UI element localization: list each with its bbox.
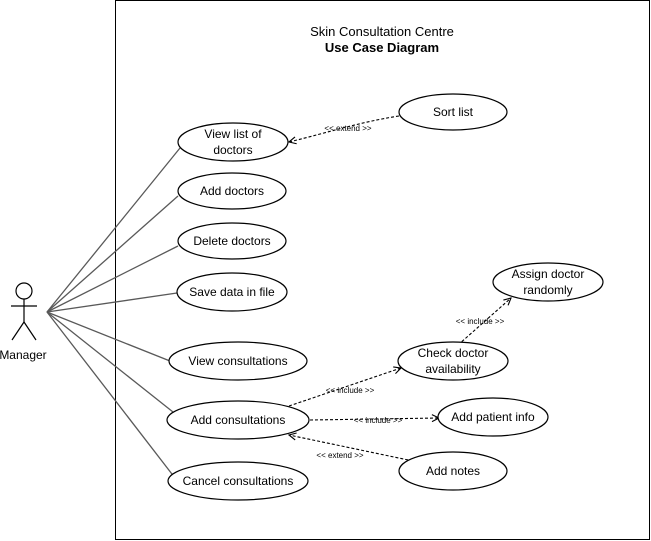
use-case-view-consultations[interactable]: View consultations xyxy=(168,341,308,381)
extend-arrow-sort-list xyxy=(289,115,400,142)
relation-label-check-include: << include >> xyxy=(326,386,375,395)
use-case-view-list-doctors[interactable]: View list of doctors xyxy=(177,122,289,162)
association-add-consultations xyxy=(46,311,174,413)
use-case-ellipse xyxy=(176,272,288,312)
use-case-check-availability[interactable]: Check doctor availability xyxy=(397,341,509,381)
use-case-label-line: Add patient info xyxy=(451,410,535,424)
extend-arrow-add-notes xyxy=(289,435,414,462)
use-case-label: Add patient info xyxy=(451,410,535,424)
association-add-doctors xyxy=(46,195,179,313)
use-case-assign-doctor[interactable]: Assign doctor randomly xyxy=(492,262,604,302)
use-case-ellipse xyxy=(168,341,308,381)
actor-left-leg xyxy=(11,321,25,341)
use-case-label: View consultations xyxy=(188,354,287,368)
use-case-ellipse xyxy=(166,400,310,440)
use-case-save-data[interactable]: Save data in file xyxy=(176,272,288,312)
use-case-ellipse xyxy=(437,397,549,437)
use-case-label-line: Cancel consultations xyxy=(183,474,294,488)
use-case-label-line: Check doctor xyxy=(418,346,489,360)
use-case-label-line: availability xyxy=(425,362,480,376)
use-case-ellipse xyxy=(398,451,508,491)
use-case-label-line: Delete doctors xyxy=(193,234,270,248)
use-case-label: Assign doctor randomly xyxy=(512,267,585,297)
association-cancel-consultations xyxy=(46,311,176,479)
use-case-label-line: Add consultations xyxy=(191,413,286,427)
include-arrow-assign-doctor xyxy=(457,298,511,346)
relationships xyxy=(289,115,511,462)
use-case-label: Add doctors xyxy=(200,184,264,198)
use-case-label: Add consultations xyxy=(191,413,286,427)
use-case-label: View list of doctors xyxy=(204,127,262,157)
use-case-ellipse xyxy=(492,262,604,302)
use-case-add-doctors[interactable]: Add doctors xyxy=(177,172,287,210)
use-case-label-line: Assign doctor xyxy=(512,267,585,281)
actor-manager[interactable] xyxy=(11,282,37,341)
association-view-list-doctors xyxy=(46,147,181,313)
use-case-ellipse xyxy=(398,93,508,131)
use-case-label-line: View list of xyxy=(204,127,262,141)
use-case-delete-doctors[interactable]: Delete doctors xyxy=(177,222,287,260)
use-case-label: Delete doctors xyxy=(193,234,270,248)
actor-label: Manager xyxy=(0,348,47,362)
use-case-label: Save data in file xyxy=(189,285,275,299)
use-case-label: Check doctor availability xyxy=(418,346,489,376)
actor-head xyxy=(15,282,33,300)
relation-label-assign-include: << include >> xyxy=(456,317,505,326)
association-save-data xyxy=(46,292,178,313)
include-arrow-patient-info xyxy=(309,418,439,420)
use-case-label-line: Add doctors xyxy=(200,184,264,198)
use-case-label: Add notes xyxy=(426,464,480,478)
use-case-label-line: Add notes xyxy=(426,464,480,478)
use-case-ellipse xyxy=(177,172,287,210)
use-case-label-line: Save data in file xyxy=(189,285,275,299)
association-view-consultations xyxy=(46,311,171,362)
use-case-add-consultations[interactable]: Add consultations xyxy=(166,400,310,440)
use-case-add-patient-info[interactable]: Add patient info xyxy=(437,397,549,437)
use-case-add-notes[interactable]: Add notes xyxy=(398,451,508,491)
relation-label-patient-include: << include >> xyxy=(354,416,403,425)
relation-label-notes-extend: << extend >> xyxy=(316,451,363,460)
system-title: Skin Consultation Centre xyxy=(310,24,454,39)
use-case-label-line: doctors xyxy=(213,143,252,157)
use-case-label-line: View consultations xyxy=(188,354,287,368)
use-case-sort-list[interactable]: Sort list xyxy=(398,93,508,131)
use-case-ellipse xyxy=(177,222,287,260)
relation-label-sort-extend: << extend >> xyxy=(324,124,371,133)
use-case-label-line: Sort list xyxy=(433,105,474,119)
associations xyxy=(46,147,181,479)
use-case-label-line: randomly xyxy=(523,283,572,297)
use-case-ellipse xyxy=(167,461,309,501)
actor-right-leg xyxy=(23,321,37,341)
use-case-cancel-consultations[interactable]: Cancel consultations xyxy=(167,461,309,501)
association-delete-doctors xyxy=(46,245,179,313)
use-case-ellipse xyxy=(177,122,289,162)
use-case-label: Cancel consultations xyxy=(183,474,294,488)
use-case-label: Sort list xyxy=(433,105,474,119)
use-case-ellipse xyxy=(397,341,509,381)
diagram-subtitle: Use Case Diagram xyxy=(325,40,439,55)
